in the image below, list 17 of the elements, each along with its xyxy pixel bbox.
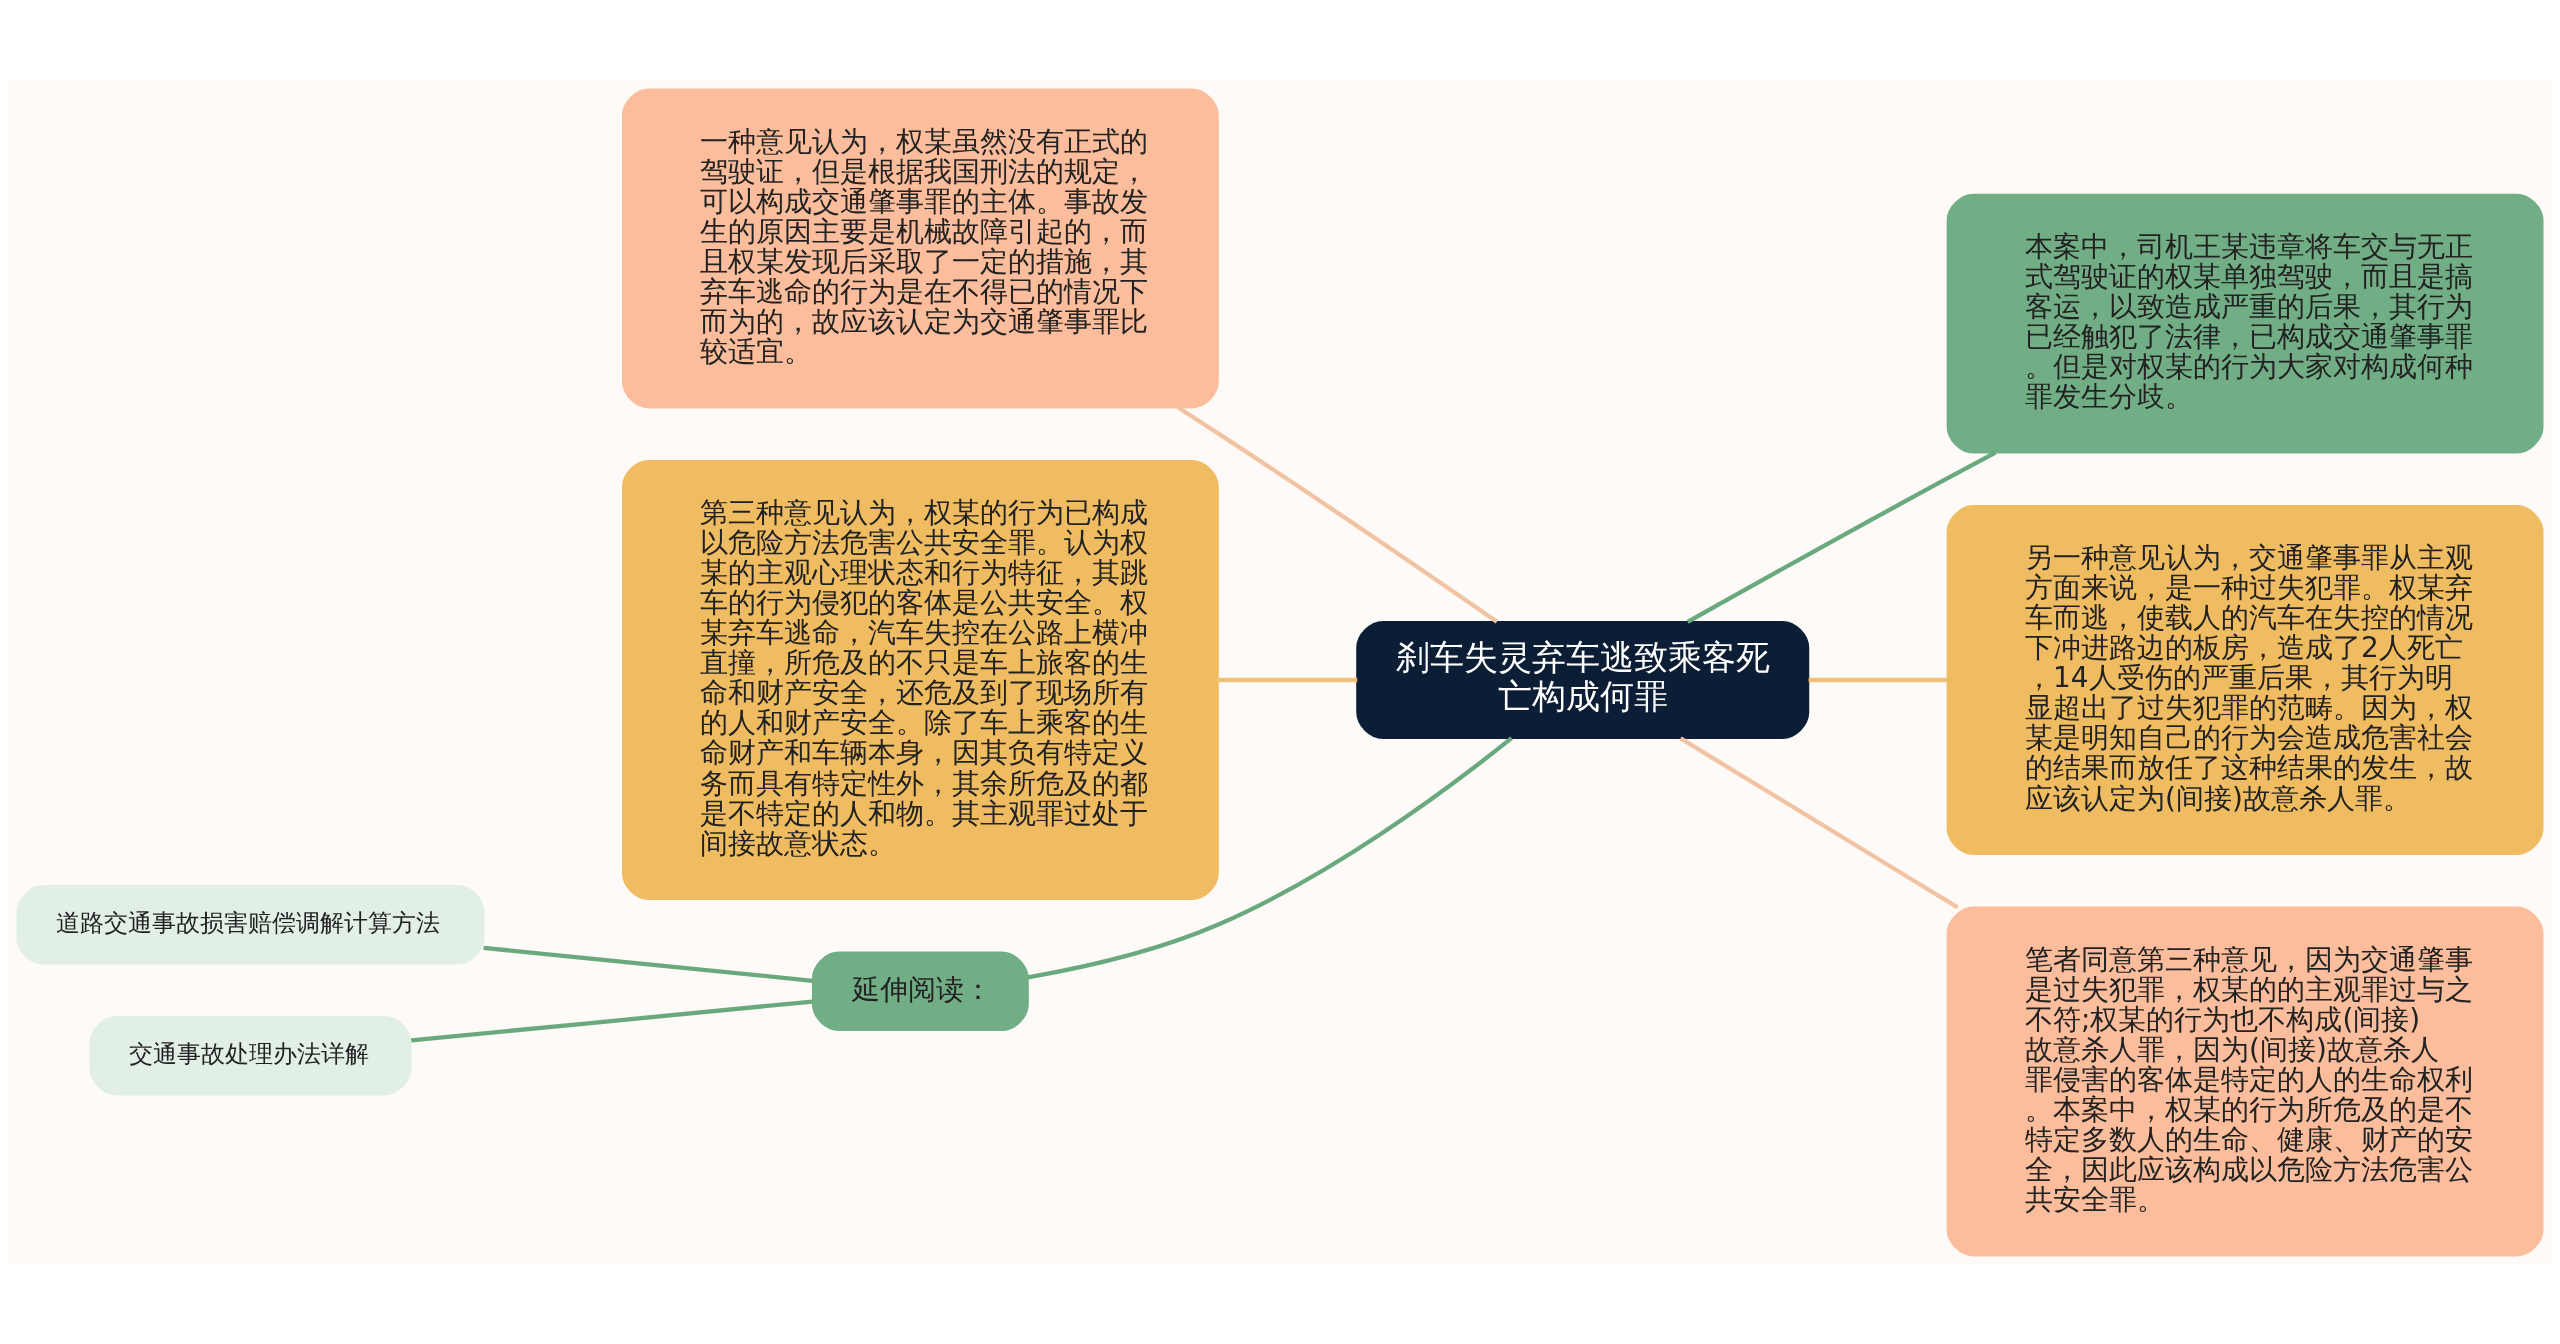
- node-box: 道路交通事故损害赔偿调解计算方法: [16, 884, 485, 964]
- node-box: 第三种意见认为，权某的行为已构成以危险方法危害公共安全罪。认为权某的主观心理状态和行为特征，其跳车的行为侵犯的客体是公共安全。权某弃车逃命，汽车失控在公路上横冲直撞，所危及的不只是车上旅客的生命和财产安全，还危及到了现场所有的人和财产安全。除了车上乘客的生命财产和车辆本身，因其负有特定义务而具有特定性外，其余所危及的都是不特定的人和物。其主观罪过处于间接故意状态。: [621, 459, 1219, 900]
- node-box: 笔者同意第三种意见，因为交通肇事是过失犯罪，权某的的主观罪过与之不符;权某的行为也不构成(间接)故意杀人罪，因为(间接)故意杀人罪侵害的客体是特定的人的生命权利。本案中，权某的行为所危及的是不特定多数人的生命、健康、财产的安全，因此应该构成以危险方法危害公共安全罪。: [1946, 906, 2544, 1256]
- connector: [1217, 677, 1358, 682]
- node-box: 另一种意见认为，交通肇事罪从主观方面来说，是一种过失犯罪。权某弃车而逃，使载人的汽车在失控的情况下冲进路边的板房，造成了2人死亡，14人受伤的严重后果，其行为明显超出了过失犯罪的范畴。因为，权某是明知自己的行为会造成危害社会的结果而放任了这种结果的发生，故应该认定为(间接)故意杀人罪。: [1946, 504, 2544, 855]
- node-box: 刹车失灵弃车逃致乘客死亡构成何罪: [1356, 620, 1810, 739]
- connector: [1679, 736, 1959, 909]
- connector: [411, 998, 813, 1043]
- connector: [1027, 736, 1513, 979]
- connector: [1808, 677, 1948, 682]
- node-box: 本案中，司机王某违章将车交与无正式驾驶证的权某单独驾驶，而且是搞客运，以致造成严重的后果，其行为已经触犯了法律，已构成交通肇事罪。但是对权某的行为大家对构成何种罪发生分歧。: [1946, 193, 2544, 453]
- node-box: 延伸阅读：: [811, 951, 1029, 1031]
- node-box: 交通事故处理办法详解: [89, 1015, 412, 1095]
- node-box: 一种意见认为，权某虽然没有正式的驾驶证，但是根据我国刑法的规定，可以构成交通肇事罪的主体。事故发生的原因主要是机械故障引起的，而且权某发现后采取了一定的措施，其弃车逃命的行为是在不得已的情况下而为的，故应该认定为交通肇事罪比较适宜。: [621, 88, 1219, 408]
- connector: [483, 945, 813, 983]
- connector: [1177, 405, 1499, 623]
- connector: [1686, 450, 1997, 624]
